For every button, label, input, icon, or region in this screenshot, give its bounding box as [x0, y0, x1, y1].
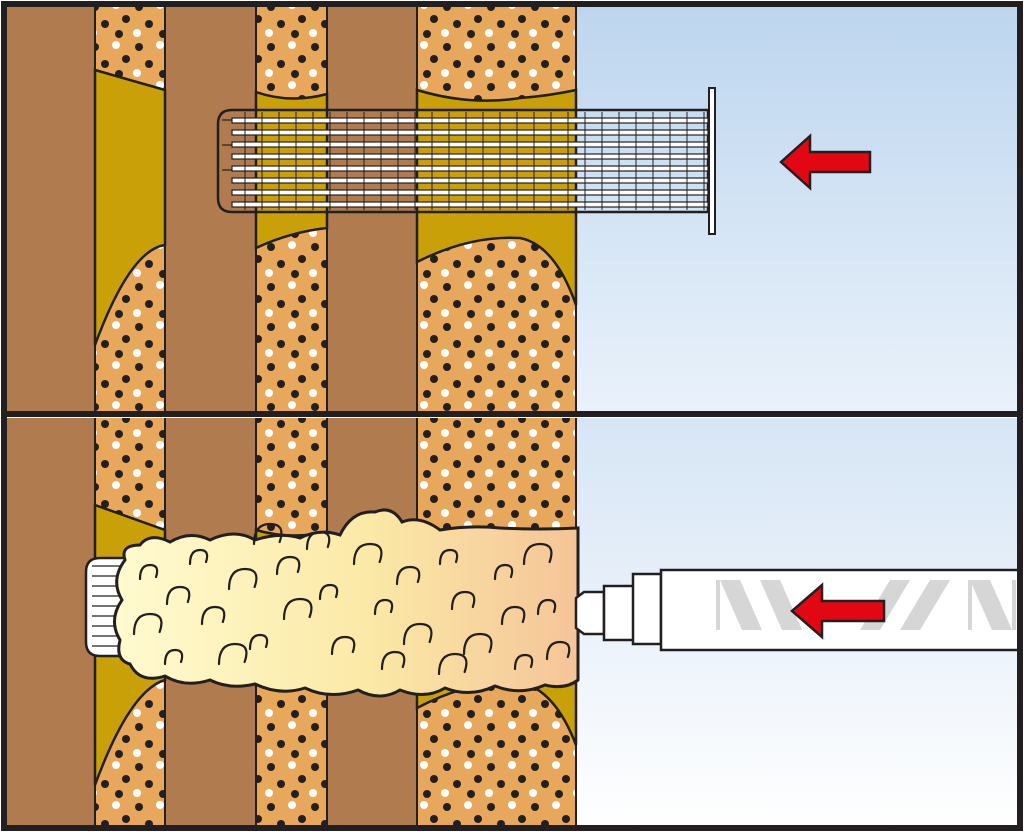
panel-inject-mortar: [6, 418, 1018, 826]
left-arrow-icon: [779, 133, 872, 191]
sleeve-collar: [708, 87, 716, 235]
injected-mortar-foam: [113, 508, 580, 698]
cartridge-cap: [631, 572, 663, 646]
open-air-area: [576, 6, 1018, 412]
injection-cartridge: [574, 568, 1018, 652]
cavity-left: [93, 68, 167, 346]
panel-insert-sleeve: [6, 6, 1018, 412]
nozzle-tip: [574, 590, 606, 636]
left-arrow-icon: [790, 582, 886, 640]
mesh-sleeve: [216, 87, 716, 235]
nozzle-neck: [602, 584, 636, 642]
